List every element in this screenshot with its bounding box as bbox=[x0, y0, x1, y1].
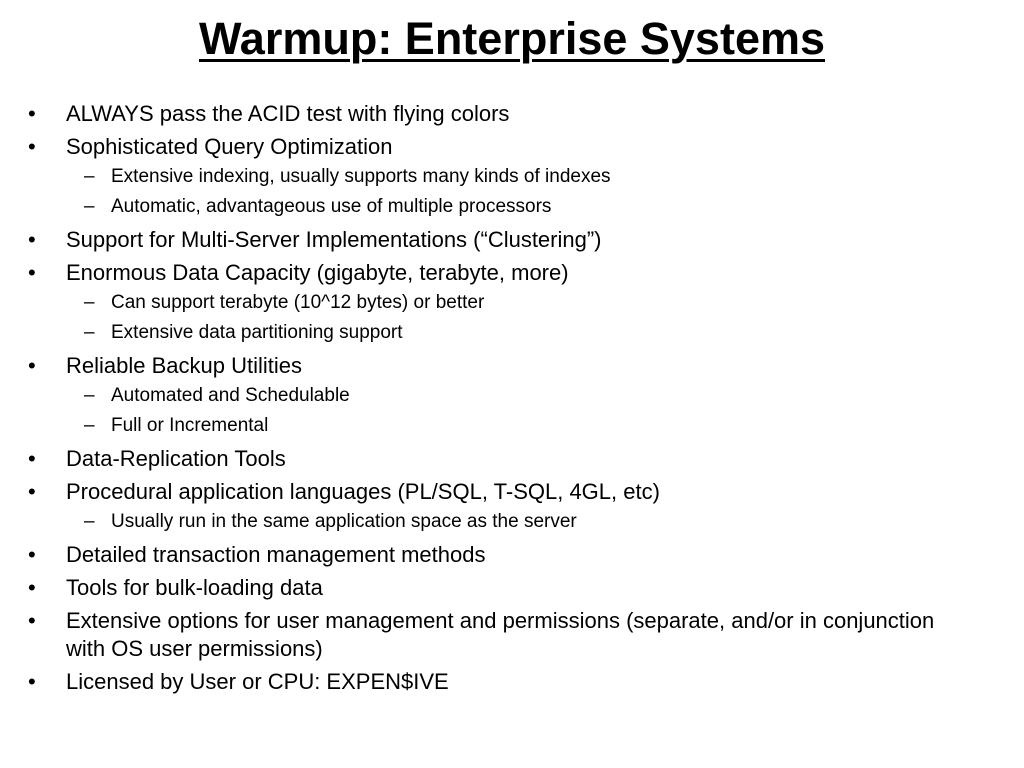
bullet-text: Licensed by User or CPU: EXPEN$IVE bbox=[66, 669, 449, 694]
bullet-item: • Sophisticated Query Optimization bbox=[0, 133, 1024, 161]
bullet-text: Support for Multi-Server Implementations… bbox=[66, 227, 602, 252]
bullet-marker: • bbox=[28, 669, 36, 694]
bullet-marker: • bbox=[28, 101, 36, 126]
bullet-marker: • bbox=[28, 260, 36, 285]
bullet-item: • Reliable Backup Utilities bbox=[0, 352, 1024, 380]
bullet-text: Detailed transaction management methods bbox=[66, 542, 486, 567]
bullet-item: • Licensed by User or CPU: EXPEN$IVE bbox=[0, 668, 1024, 696]
sub-bullet-marker: – bbox=[84, 166, 95, 187]
bullet-item: • Enormous Data Capacity (gigabyte, terab… bbox=[0, 259, 1024, 287]
sub-bullet-text: Automated and Schedulable bbox=[111, 385, 350, 406]
sub-bullet-marker: – bbox=[84, 385, 95, 406]
sub-bullet-text: Automatic, advantageous use of multiple … bbox=[111, 196, 552, 217]
sub-bullet-item: –Automatic, advantageous use of multiple… bbox=[0, 195, 1024, 219]
bullet-item: • Data-Replication Tools bbox=[0, 445, 1024, 473]
bullet-marker: • bbox=[28, 575, 36, 600]
sub-bullet-text: Full or Incremental bbox=[111, 415, 269, 436]
sub-bullet-item: –Automated and Schedulable bbox=[0, 384, 1024, 408]
sub-bullet-item: –Can support terabyte (10^12 bytes) or b… bbox=[0, 291, 1024, 315]
bullet-text: Enormous Data Capacity (gigabyte, teraby… bbox=[66, 260, 569, 285]
bullet-text: Procedural application languages (PL/SQL… bbox=[66, 479, 660, 504]
sub-bullet-item: –Extensive data partitioning support bbox=[0, 321, 1024, 345]
bullet-item: • Procedural application languages (PL/SQ… bbox=[0, 478, 1024, 506]
bullet-marker: • bbox=[28, 479, 36, 504]
bullet-marker: • bbox=[28, 608, 36, 633]
sub-bullet-item: –Extensive indexing, usually supports ma… bbox=[0, 165, 1024, 189]
bullet-marker: • bbox=[28, 353, 36, 378]
bullet-item: • Detailed transaction management methods bbox=[0, 541, 1024, 569]
sub-bullet-item: –Full or Incremental bbox=[0, 414, 1024, 438]
bullet-list: • ALWAYS pass the ACID test with flying c… bbox=[0, 95, 1024, 696]
bullet-text: Reliable Backup Utilities bbox=[66, 353, 302, 378]
sub-bullet-marker: – bbox=[84, 292, 95, 313]
sub-bullet-marker: – bbox=[84, 415, 95, 436]
bullet-item: • ALWAYS pass the ACID test with flying c… bbox=[0, 100, 1024, 128]
sub-bullet-text: Extensive data partitioning support bbox=[111, 322, 403, 343]
bullet-item: • Extensive options for user management a… bbox=[0, 607, 1024, 663]
bullet-text: Tools for bulk-loading data bbox=[66, 575, 323, 600]
bullet-text: Data-Replication Tools bbox=[66, 446, 286, 471]
slide-title: Warmup: Enterprise Systems bbox=[198, 13, 826, 64]
bullet-item: • Support for Multi-Server Implementation… bbox=[0, 226, 1024, 254]
bullet-text: Sophisticated Query Optimization bbox=[66, 134, 393, 159]
sub-bullet-marker: – bbox=[84, 196, 95, 217]
sub-bullet-text: Extensive indexing, usually supports man… bbox=[111, 166, 611, 187]
bullet-marker: • bbox=[28, 446, 36, 471]
bullet-marker: • bbox=[28, 542, 36, 567]
sub-bullet-marker: – bbox=[84, 322, 95, 343]
bullet-text: Extensive options for user management an… bbox=[66, 608, 935, 661]
sub-bullet-marker: – bbox=[84, 511, 95, 532]
bullet-item: • Tools for bulk-loading data bbox=[0, 574, 1024, 602]
sub-bullet-text: Usually run in the same application spac… bbox=[111, 511, 577, 532]
bullet-marker: • bbox=[28, 134, 36, 159]
sub-bullet-item: –Usually run in the same application spa… bbox=[0, 510, 1024, 534]
bullet-text: ALWAYS pass the ACID test with flying co… bbox=[66, 101, 510, 126]
sub-bullet-text: Can support terabyte (10^12 bytes) or be… bbox=[111, 292, 485, 313]
bullet-marker: • bbox=[28, 227, 36, 252]
